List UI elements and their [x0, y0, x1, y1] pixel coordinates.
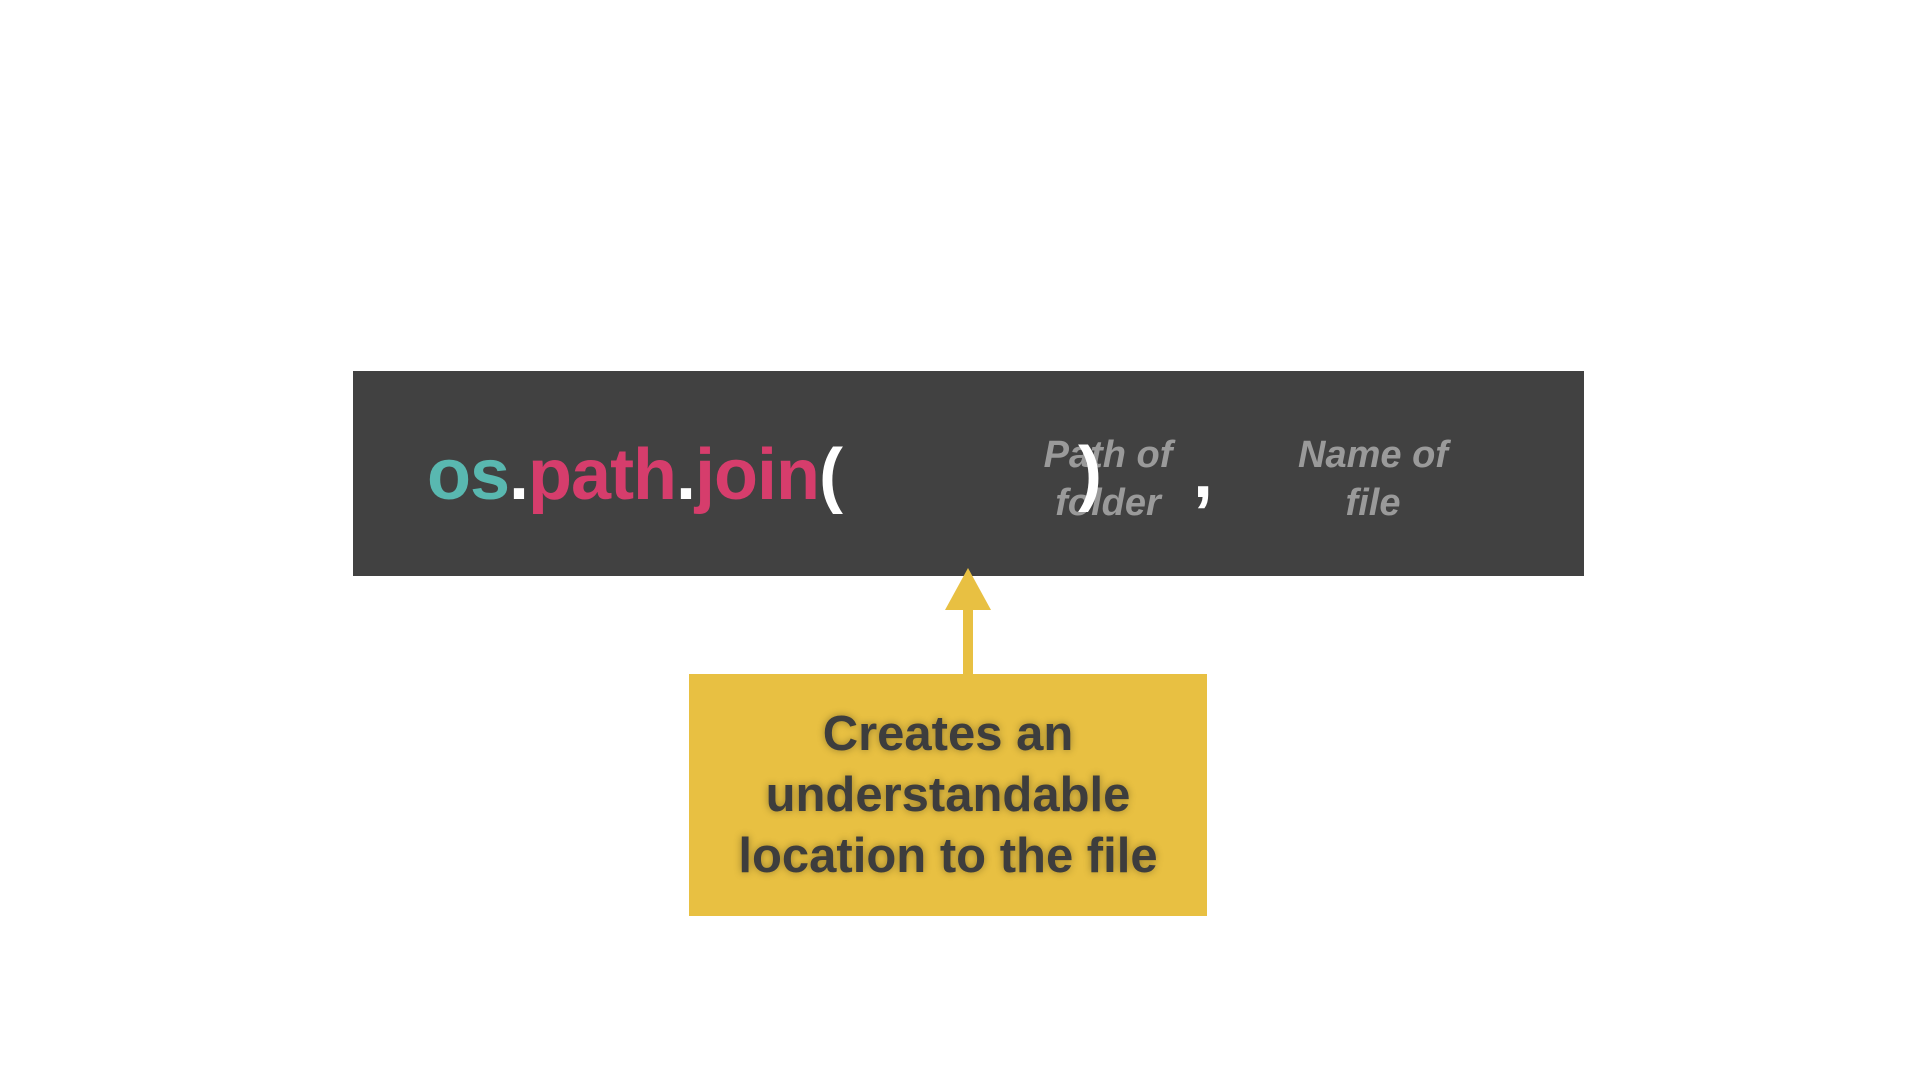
callout-text: Creates an understandable location to th…	[738, 706, 1158, 883]
dot-separator: .	[676, 435, 696, 515]
file-name-label: Name of file	[1298, 434, 1448, 524]
code-bar: os.path.join( Path of folder ) , Name of…	[353, 371, 1584, 576]
dot-separator: .	[509, 435, 529, 515]
folder-path-label: Path of folder	[1043, 434, 1173, 524]
open-paren: (	[819, 435, 843, 515]
up-arrow-icon	[945, 568, 991, 674]
attribute-name: path	[528, 435, 677, 515]
comma: ,	[1193, 433, 1214, 513]
close-paren: )	[1078, 433, 1102, 513]
code-expression: os.path.join(	[427, 439, 843, 511]
callout-box: Creates an understandable location to th…	[689, 674, 1207, 916]
function-name: join	[695, 435, 820, 515]
module-name: os	[427, 435, 510, 515]
